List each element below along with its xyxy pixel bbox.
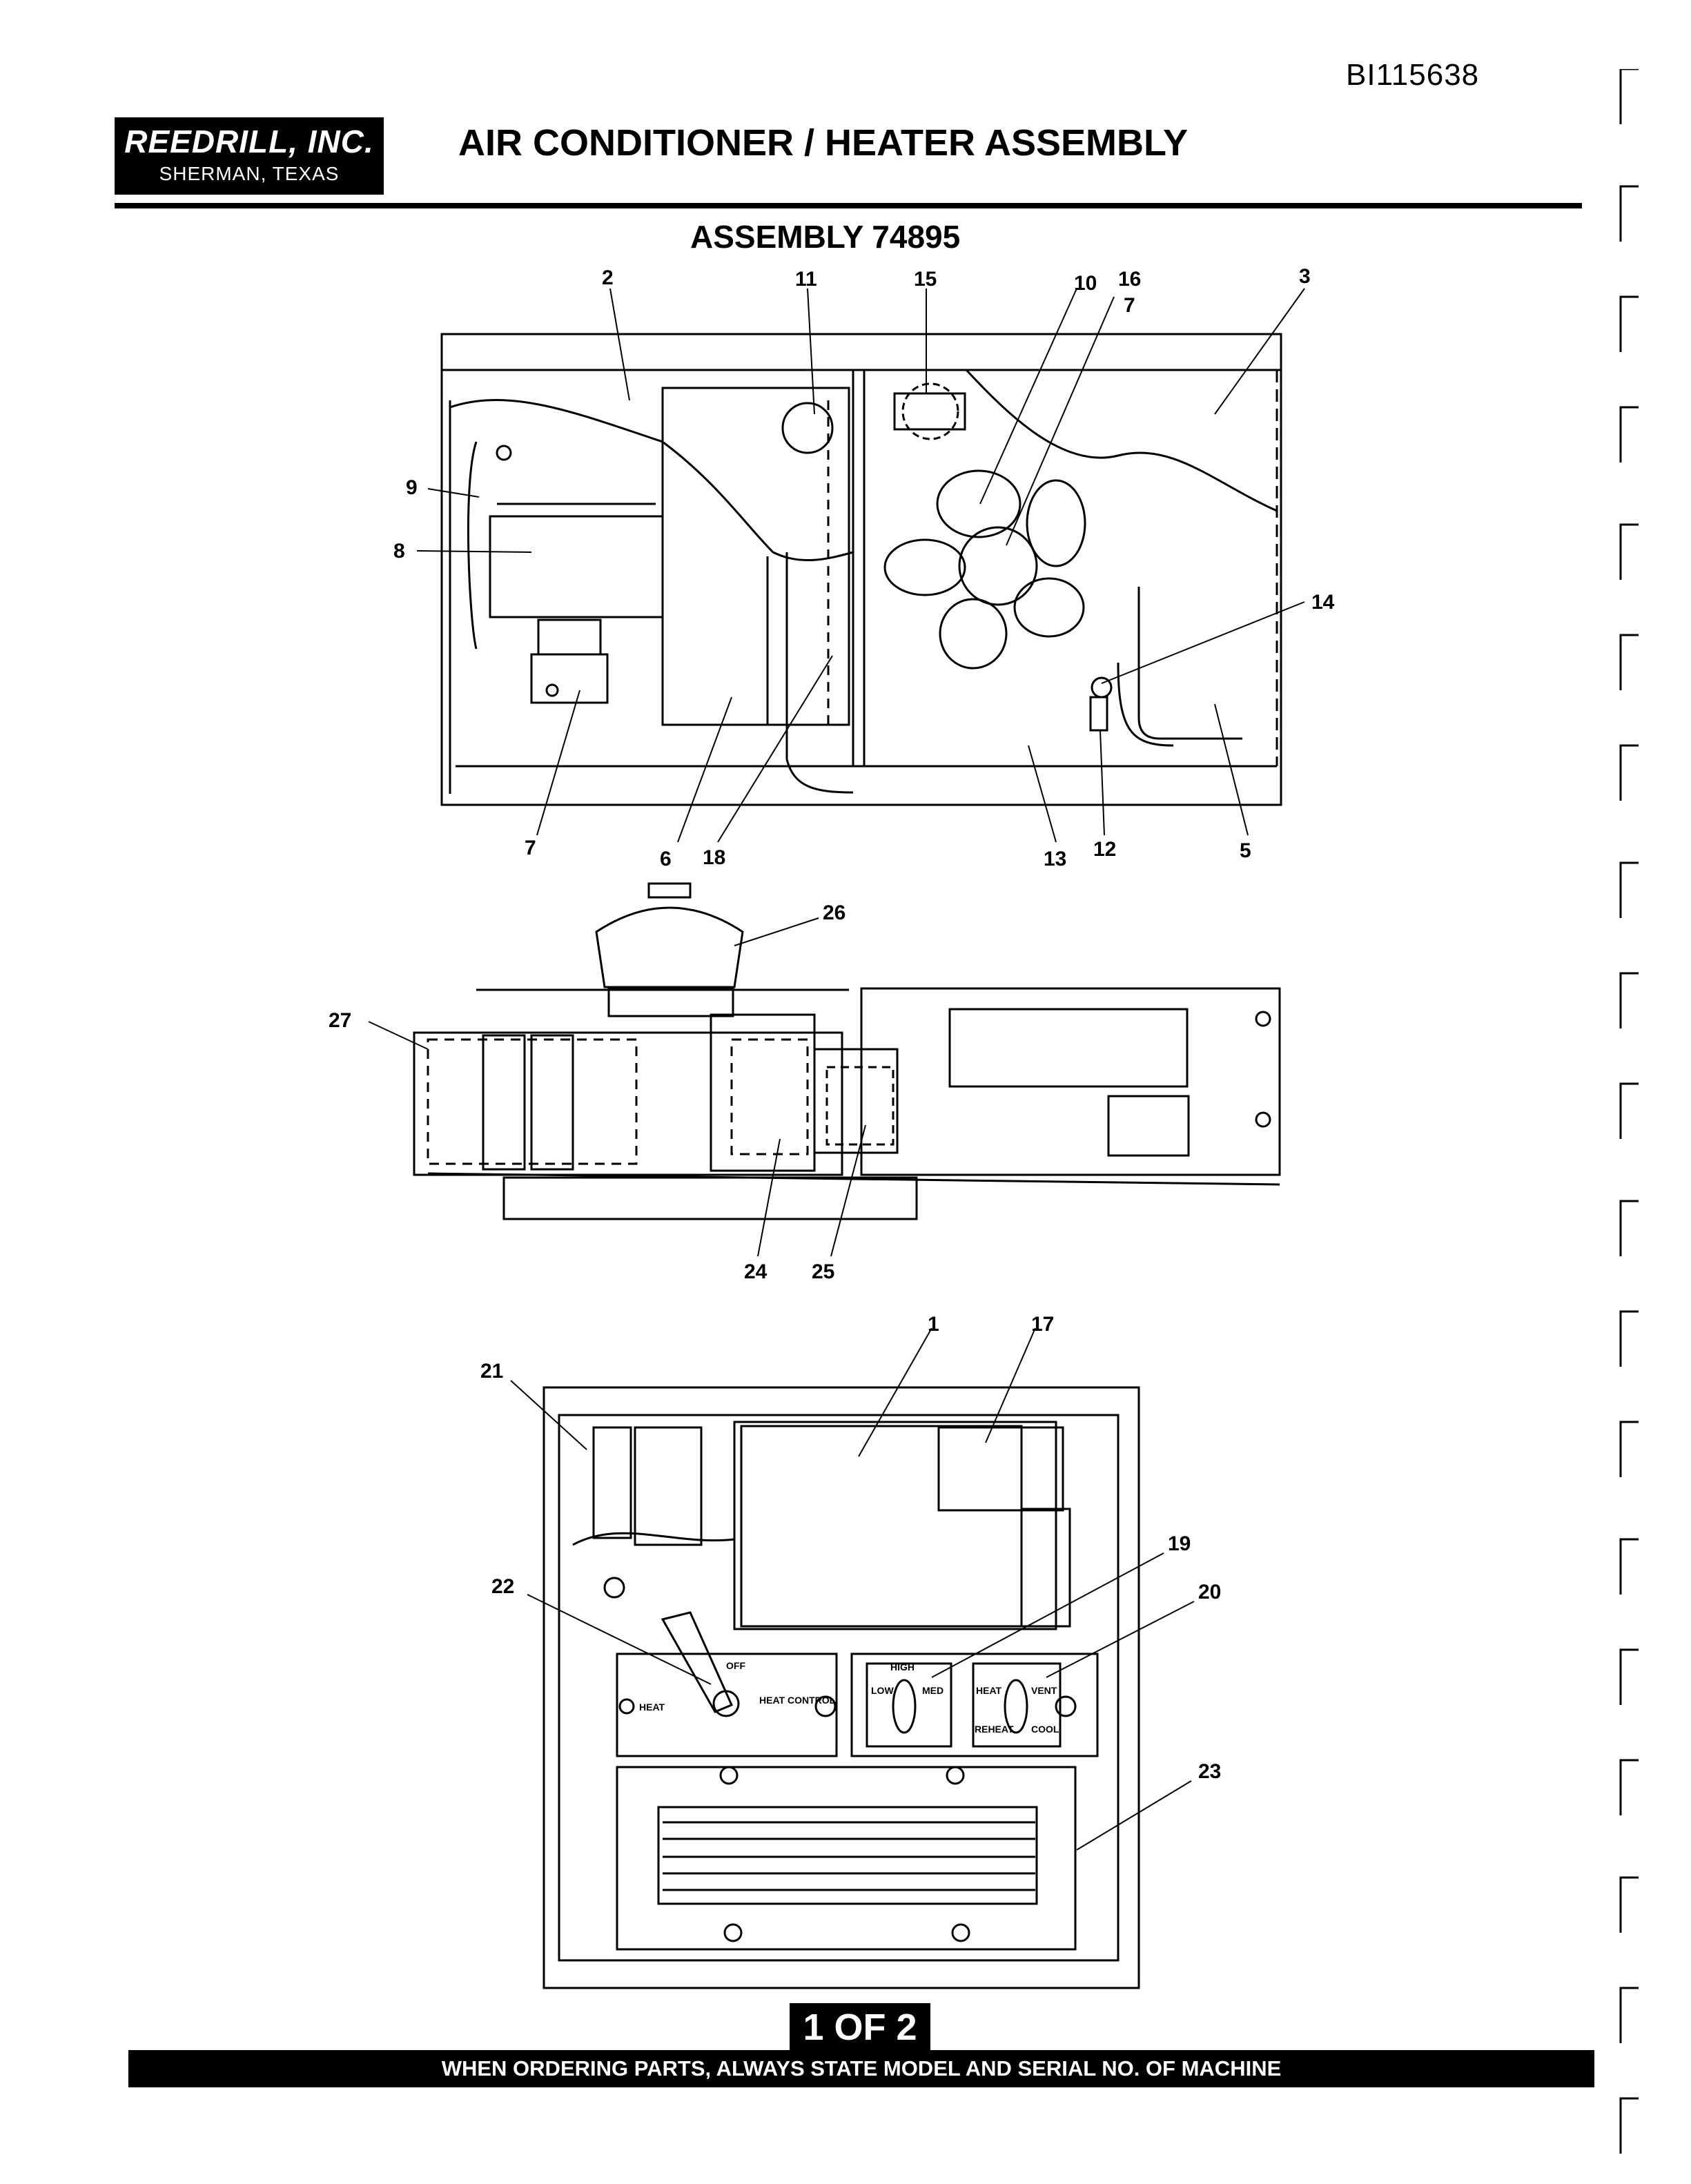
callout-25: 25 [812, 1260, 834, 1283]
label-heat: HEAT [639, 1702, 665, 1713]
footer-banner: WHEN ORDERING PARTS, ALWAYS STATE MODEL … [128, 2050, 1594, 2087]
label-mode-heat: HEAT [976, 1685, 1002, 1696]
callout-11: 11 [795, 268, 817, 291]
callout-18: 18 [703, 846, 725, 869]
label-fan-high: HIGH [890, 1661, 915, 1673]
label-off: OFF [726, 1660, 745, 1671]
document-id: BI115638 [1346, 58, 1480, 92]
callout-17: 17 [1031, 1313, 1054, 1336]
callout-12: 12 [1093, 838, 1116, 861]
compressor-unit [467, 441, 664, 704]
callout-3: 3 [1299, 265, 1311, 288]
callout-10: 10 [1074, 272, 1097, 295]
condenser-coil [1089, 587, 1242, 747]
callout-26: 26 [823, 901, 845, 924]
assembly-subtitle: ASSEMBLY 74895 [690, 219, 961, 255]
label-mode-vent: VENT [1031, 1685, 1057, 1696]
label-mode-cool: COOL [1031, 1724, 1059, 1735]
front-panel [543, 1386, 1140, 1989]
callout-8: 8 [393, 540, 405, 563]
callout-27: 27 [329, 1009, 351, 1032]
header-rule [115, 203, 1582, 208]
page-indicator: 1 OF 2 [790, 2003, 930, 2051]
callout-22: 22 [491, 1575, 514, 1598]
company-logo: REEDRILL, INC. SHERMAN, TEXAS [115, 117, 384, 195]
callout-21: 21 [480, 1360, 503, 1383]
page-title: AIR CONDITIONER / HEATER ASSEMBLY [458, 122, 1189, 164]
callout-1: 1 [928, 1313, 939, 1336]
evaporator-coil [661, 387, 854, 794]
leader-lines [368, 288, 1305, 1851]
callout-19: 19 [1168, 1532, 1191, 1555]
label-fan-low: LOW [871, 1685, 894, 1696]
callout-7: 7 [525, 837, 536, 859]
top-view-housing [440, 333, 1282, 806]
company-name: REEDRILL, INC. [124, 124, 374, 159]
callout-15: 15 [914, 268, 937, 291]
callout-9: 9 [406, 476, 418, 499]
callout-6: 6 [660, 848, 672, 870]
label-mode-reheat: REHEAT [975, 1724, 1014, 1735]
binder-margin [1618, 68, 1645, 2167]
callout-16: 16 [1118, 268, 1141, 291]
label-fan-med: MED [922, 1685, 944, 1696]
callout-20: 20 [1198, 1581, 1221, 1603]
callout-24: 24 [744, 1260, 768, 1283]
callout-13: 13 [1044, 848, 1066, 870]
side-view [413, 882, 1281, 1220]
callout-5: 5 [1240, 839, 1251, 862]
company-location: SHERMAN, TEXAS [159, 163, 340, 184]
condenser-fan [883, 382, 1086, 670]
callout-23: 23 [1198, 1760, 1221, 1783]
callout-7-top: 7 [1124, 294, 1135, 317]
label-heat-control: HEAT CONTROL [759, 1695, 836, 1706]
callout-14: 14 [1311, 591, 1335, 614]
callout-2: 2 [602, 266, 614, 289]
